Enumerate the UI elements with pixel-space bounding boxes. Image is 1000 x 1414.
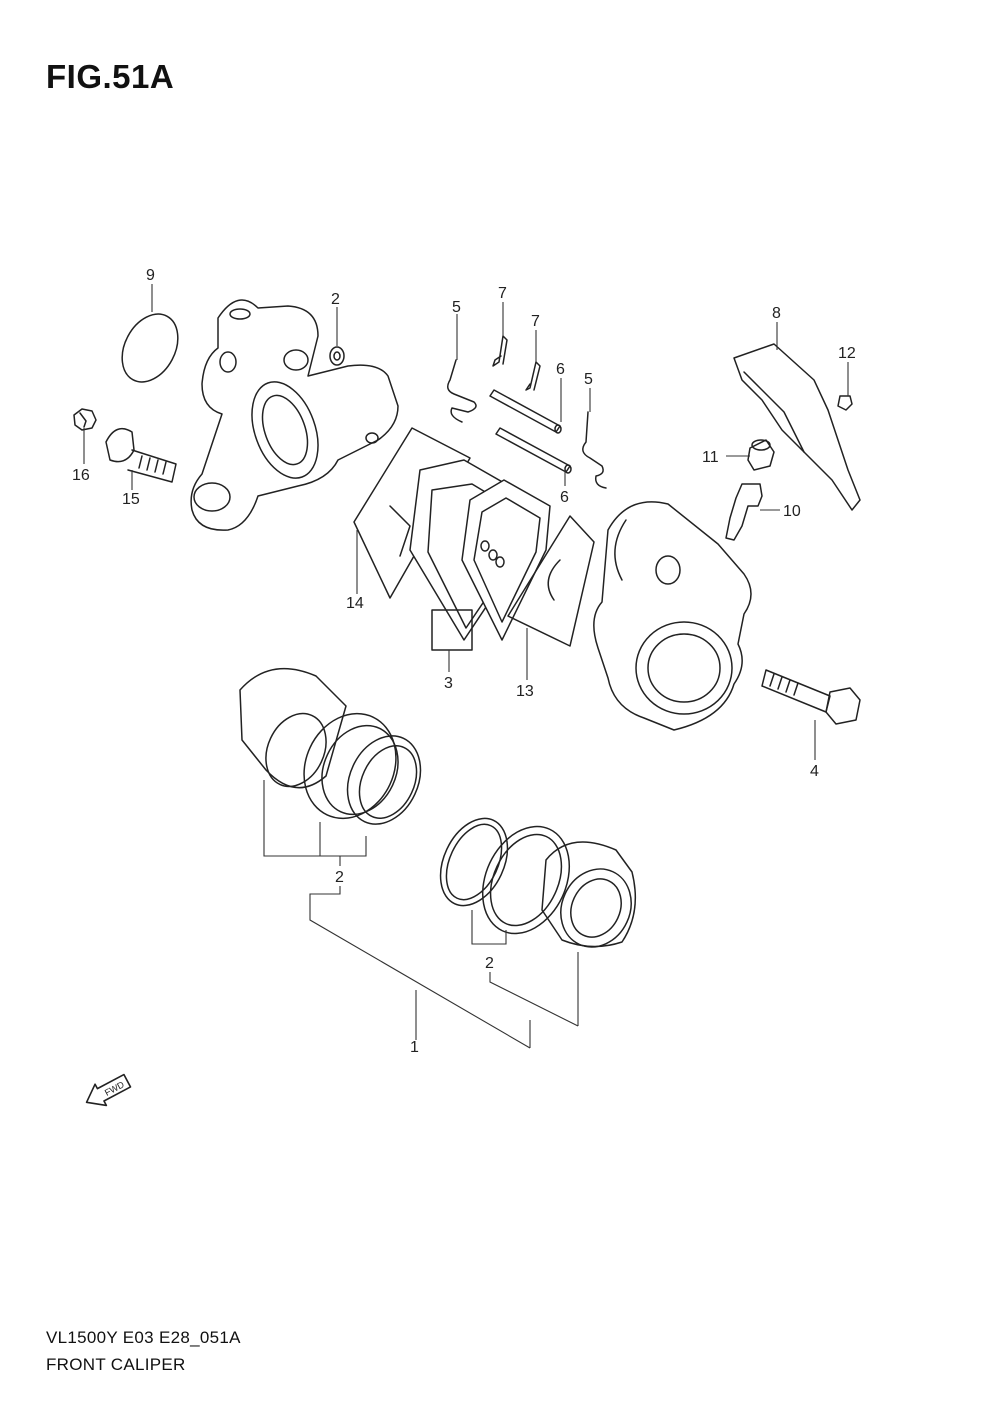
callout-2-right-seals: 2 — [485, 955, 494, 972]
section-name: FRONT CALIPER — [46, 1355, 186, 1374]
callout-2-left-seals: 2 — [335, 869, 344, 886]
callout-11: 11 — [702, 449, 719, 466]
part-piston-seal-right-a — [439, 817, 509, 907]
callout-13: 13 — [516, 683, 534, 700]
callout-7-right: 7 — [531, 313, 540, 330]
callout-5-right: 5 — [584, 371, 593, 388]
part-spring-clip-left — [447, 359, 477, 423]
part-piston-seal-left-b — [346, 735, 422, 825]
callout-2-bracket: 2 — [331, 291, 340, 308]
part-piston-left — [239, 667, 347, 789]
callout-14: 14 — [346, 595, 364, 612]
part-caliper-cover — [733, 343, 861, 511]
part-bolt — [105, 427, 177, 483]
callout-8: 8 — [772, 305, 781, 322]
part-small-seal — [329, 346, 345, 366]
part-pad-pin-upper — [489, 389, 562, 434]
callout-6-lower: 6 — [560, 489, 569, 506]
callout-5-left: 5 — [452, 299, 461, 316]
part-caliper-body — [593, 501, 752, 731]
part-shim-right — [507, 515, 595, 647]
part-small-screw — [837, 395, 853, 411]
part-piston-right — [541, 841, 637, 948]
part-bleeder-cap — [747, 439, 775, 471]
callout-4: 4 — [810, 763, 819, 780]
part-piston-seal-left-a — [303, 712, 399, 820]
callout-6-upper: 6 — [556, 361, 565, 378]
callout-12: 12 — [838, 345, 856, 362]
part-brake-pad-set — [409, 459, 551, 651]
part-caliper-bracket — [190, 299, 399, 531]
callout-3: 3 — [444, 675, 453, 692]
part-pad-pin-lower — [495, 427, 572, 474]
model-code: VL1500Y E03 E28_051A — [46, 1328, 241, 1347]
part-bleeder-valve — [725, 483, 763, 541]
part-cap — [73, 408, 97, 431]
callout-1: 1 — [410, 1039, 419, 1056]
part-piston-seal-right-b — [481, 825, 571, 935]
figure-title: FIG.51A — [46, 58, 175, 95]
callout-10: 10 — [783, 503, 801, 520]
callout-15: 15 — [122, 491, 140, 508]
fwd-arrow-icon: FWD — [85, 1073, 132, 1107]
part-shim-left — [353, 427, 471, 599]
part-o-ring — [121, 313, 179, 383]
callout-9: 9 — [146, 267, 155, 284]
part-retaining-clip-b — [525, 361, 541, 391]
callout-7-left: 7 — [498, 285, 507, 302]
part-spring-clip-right — [582, 411, 607, 489]
part-retaining-clip-a — [492, 335, 508, 367]
leader-lines — [83, 284, 849, 1049]
part-caliper-mounting-bolt — [761, 669, 861, 725]
callout-16: 16 — [72, 467, 90, 484]
